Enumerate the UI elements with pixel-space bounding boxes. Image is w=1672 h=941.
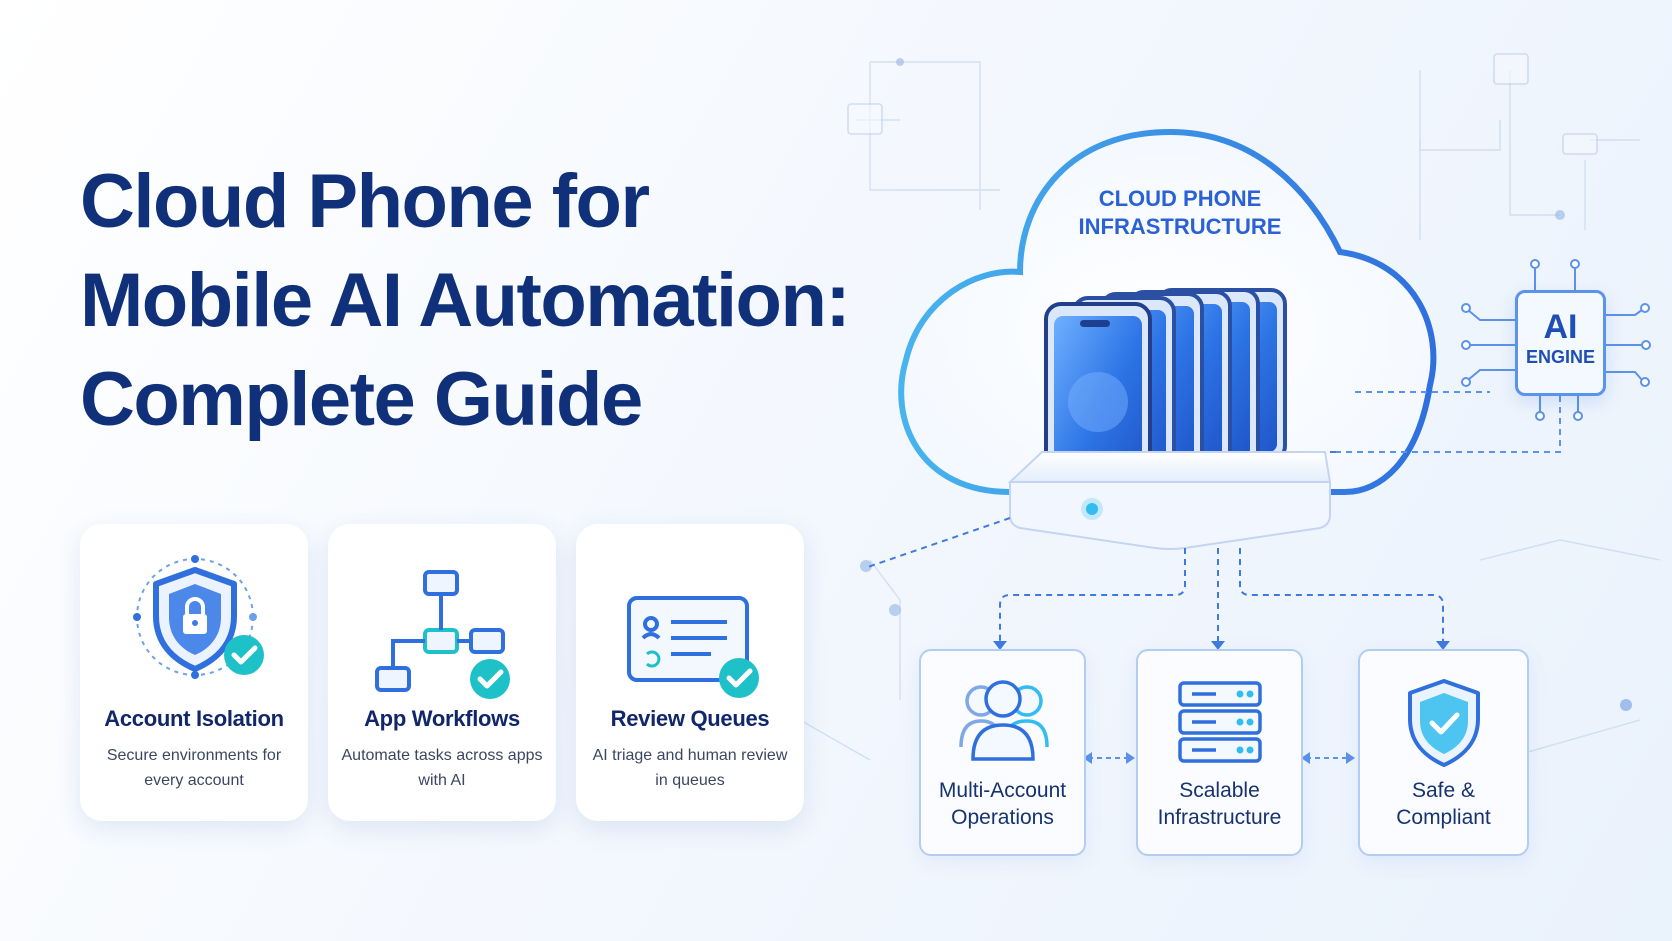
- circuit-boxes: [847, 53, 1598, 155]
- cloud-phones: [1044, 288, 1287, 498]
- shield-lock-icon: [133, 555, 264, 679]
- ai-engine-pins: [1461, 259, 1651, 421]
- feature-label-line-2: Compliant: [1396, 806, 1491, 829]
- circuit-dots: [860, 58, 1632, 711]
- ai-engine-title: AI: [1543, 308, 1578, 346]
- page-title: Cloud Phone for Mobile AI Automation: Co…: [80, 152, 860, 449]
- connector-arrowheads: [993, 641, 1450, 650]
- feature-label-line-1: Safe &: [1411, 779, 1476, 802]
- cloud-label-line-1: CLOUD PHONE: [1098, 186, 1262, 211]
- feature-scalable-infrastructure: Scalable Infrastructure: [1136, 649, 1303, 856]
- feature-label: Safe & Compliant: [1364, 777, 1523, 831]
- card-review-queues: Review Queues AI triage and human review…: [576, 524, 804, 821]
- feature-label-line-1: Scalable: [1179, 779, 1260, 802]
- card-account-isolation: Account Isolation Secure environments fo…: [80, 524, 308, 821]
- feature-safe-compliant: Safe & Compliant: [1358, 649, 1529, 856]
- card-title: Account Isolation: [104, 706, 284, 731]
- card-title: App Workflows: [364, 706, 520, 731]
- cloud-phone-infrastructure-label: CLOUD PHONE INFRASTRUCTURE: [1050, 185, 1310, 241]
- dock-connectors: [864, 451, 1444, 641]
- card-app-workflows: App Workflows Automate tasks across apps…: [328, 524, 556, 821]
- feature-multi-account-operations: Multi-Account Operations: [919, 649, 1086, 856]
- card-description: Automate tasks across apps with AI: [341, 747, 543, 789]
- feature-label-line-2: Infrastructure: [1157, 806, 1282, 829]
- title-line-2: Mobile AI Automation:: [80, 258, 851, 343]
- shield-check-icon: [1407, 679, 1480, 767]
- server-stack-icon: [1177, 681, 1262, 763]
- title-line-1: Cloud Phone for: [80, 159, 650, 244]
- feature-label: Multi-Account Operations: [925, 777, 1080, 831]
- title-line-3: Complete Guide: [80, 357, 643, 442]
- workflow-icon: [375, 570, 510, 699]
- card-description: Secure environments for every account: [106, 747, 282, 789]
- card-description: AI triage and human review in queues: [592, 747, 788, 789]
- feature-label-line-2: Operations: [951, 806, 1054, 829]
- feature-label-line-1: Multi-Account: [938, 779, 1067, 802]
- phone-dock-base: [1007, 451, 1332, 550]
- cloud-label-line-2: INFRASTRUCTURE: [1078, 214, 1282, 239]
- card-title: Review Queues: [610, 706, 770, 731]
- review-list-icon: [627, 596, 759, 698]
- users-icon: [958, 680, 1049, 761]
- ai-engine-chip: AI ENGINE: [1515, 290, 1606, 396]
- feature-label: Scalable Infrastructure: [1142, 777, 1297, 831]
- ai-engine-subtitle: ENGINE: [1525, 347, 1595, 367]
